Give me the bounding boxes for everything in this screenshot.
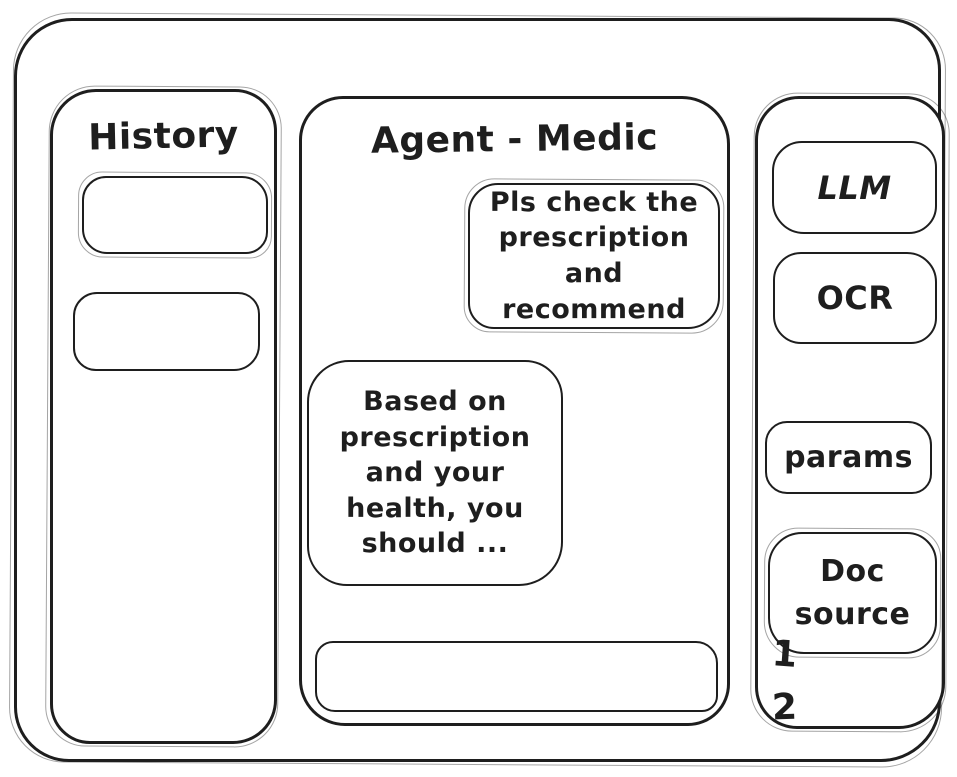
- doc-source-list-item-1[interactable]: 1: [770, 633, 799, 676]
- assistant-message-text: Based on prescription and your health, y…: [339, 385, 531, 560]
- history-sidebar: History: [50, 89, 277, 744]
- chat-title: Agent - Medic: [370, 117, 659, 162]
- params-button[interactable]: params: [765, 421, 932, 494]
- tools-sidebar: LLM OCR params Doc source 1 2: [755, 96, 945, 729]
- app-window: History Agent - Medic Pls check the pres…: [14, 18, 945, 762]
- message-input[interactable]: [315, 641, 718, 712]
- doc-source-button[interactable]: Doc source: [768, 532, 937, 654]
- params-button-label: params: [784, 440, 913, 475]
- doc-source-button-label: Doc source: [794, 553, 911, 633]
- llm-button[interactable]: LLM: [772, 141, 937, 234]
- history-item[interactable]: [82, 176, 268, 254]
- user-message-bubble: Pls check the prescription and recommend: [468, 183, 720, 329]
- assistant-message-bubble: Based on prescription and your health, y…: [307, 360, 563, 586]
- ocr-button[interactable]: OCR: [773, 252, 937, 344]
- doc-source-list-item-2[interactable]: 2: [771, 686, 799, 729]
- history-item[interactable]: [73, 292, 260, 371]
- chat-panel: Agent - Medic Pls check the prescription…: [299, 96, 730, 726]
- user-message-text: Pls check the prescription and recommend: [489, 186, 699, 325]
- history-title: History: [87, 114, 240, 159]
- ocr-button-label: OCR: [816, 279, 894, 317]
- llm-button-label: LLM: [817, 168, 892, 207]
